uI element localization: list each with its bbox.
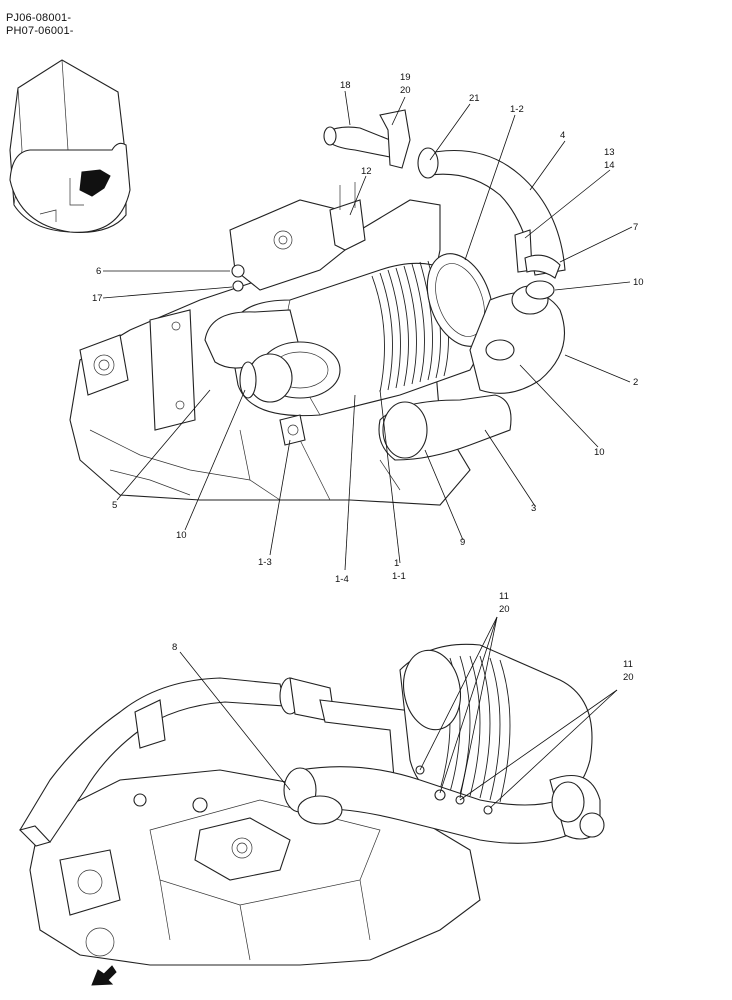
callout-20-upper: 20 bbox=[499, 604, 510, 615]
callout-10-left: 10 bbox=[176, 530, 187, 541]
bottom-leader-lines bbox=[179, 616, 618, 809]
callout-20-right: 20 bbox=[623, 672, 634, 683]
callout-1-2: 1-2 bbox=[510, 104, 524, 115]
callout-10-right-bottom: 10 bbox=[594, 447, 605, 458]
serial-range-1: PJ06-08001- bbox=[6, 12, 72, 24]
callout-2: 2 bbox=[633, 377, 638, 388]
callout-1-4: 1-4 bbox=[335, 574, 349, 585]
callout-6: 6 bbox=[96, 266, 101, 277]
callout-20: 20 bbox=[400, 85, 411, 96]
callout-7: 7 bbox=[633, 222, 638, 233]
callout-1: 1 bbox=[394, 558, 399, 569]
front-direction-arrow-icon bbox=[91, 965, 117, 986]
callout-21: 21 bbox=[469, 93, 480, 104]
machine-locator-thumbnail-icon bbox=[9, 59, 131, 233]
top-leader-lines bbox=[102, 90, 633, 571]
callout-10-right-top: 10 bbox=[633, 277, 644, 288]
serial-range-2: PH07-06001- bbox=[6, 25, 74, 37]
callout-19: 19 bbox=[400, 72, 411, 83]
bottom-assembly-drawing bbox=[18, 643, 605, 966]
callout-12: 12 bbox=[361, 166, 372, 177]
callout-13: 13 bbox=[604, 147, 615, 158]
callout-11-upper: 11 bbox=[499, 591, 509, 602]
callout-8: 8 bbox=[172, 642, 177, 653]
callout-1-1: 1-1 bbox=[392, 571, 406, 582]
callout-4: 4 bbox=[560, 130, 565, 141]
callout-11-right: 11 bbox=[623, 659, 633, 670]
callout-1-3: 1-3 bbox=[258, 557, 272, 568]
callout-5: 5 bbox=[112, 500, 117, 511]
callout-17: 17 bbox=[92, 293, 103, 304]
bottom-callouts: 8 11 20 11 20 bbox=[172, 591, 634, 683]
callout-9: 9 bbox=[460, 537, 465, 548]
top-callouts: 18 19 20 21 1-2 4 13 14 12 7 6 17 10 2 5… bbox=[92, 72, 644, 585]
callout-14: 14 bbox=[604, 160, 615, 171]
callout-3: 3 bbox=[531, 503, 536, 514]
top-assembly-drawing bbox=[69, 109, 566, 506]
callout-18: 18 bbox=[340, 80, 351, 91]
